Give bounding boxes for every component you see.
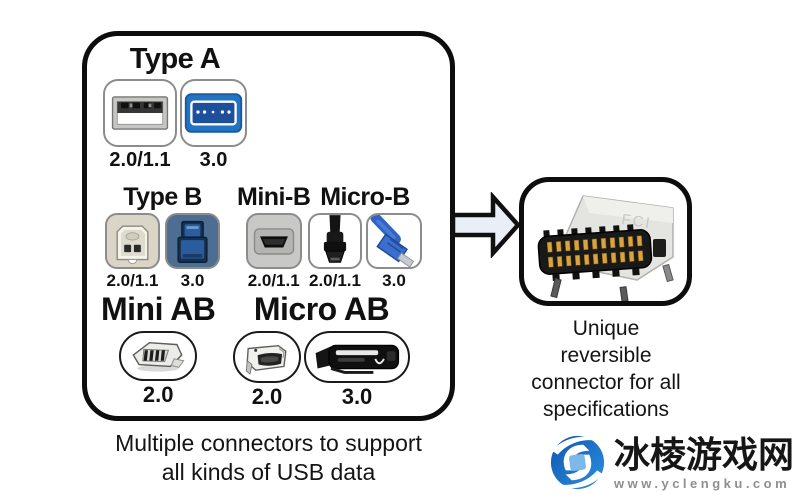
group-heading-mini-b: Mini-B [237, 183, 311, 211]
usb-c-box: FCI [519, 177, 692, 306]
connector-cell: 3.0 [180, 79, 247, 170]
right-caption-line-1: Unique [572, 317, 640, 340]
group-heading-type-a: Type A [129, 43, 221, 75]
group-type-a: Type A 2.0/1.1 [103, 43, 247, 170]
version-label: 3.0 [382, 271, 406, 290]
connector-cell: 2.0/1.1 [105, 213, 160, 289]
version-label: 2.0/1.1 [247, 271, 300, 290]
group-mini-ab: Mini AB 2.0 [101, 291, 216, 407]
group-heading-mini-ab: Mini AB [101, 291, 216, 327]
site-logo-icon [550, 435, 605, 490]
right-caption-line-4: specifications [542, 398, 670, 421]
version-label: 2.0 [142, 381, 174, 407]
version-label: 2.0 [251, 383, 283, 409]
right-caption-line-3: connector for all [531, 371, 681, 394]
mini-b-icon [253, 228, 294, 255]
right-arrow-icon [450, 191, 522, 259]
watermark-site-url: www.yclengku.com [614, 475, 791, 491]
version-label: 3.0 [180, 271, 205, 290]
left-caption-line-1: Multiple connectors to support [115, 430, 422, 456]
group-micro-b: Micro-B 2.0/1.1 [308, 184, 422, 289]
group-heading-micro-ab: Micro AB [253, 291, 390, 327]
version-label: 3.0 [199, 149, 228, 172]
connector-cell: 2.0 [119, 330, 198, 407]
usb-a-2-icon [111, 96, 169, 131]
right-arrow [450, 191, 522, 259]
usb-a-3-icon [184, 93, 243, 134]
micro-b-2-icon [323, 215, 347, 263]
left-caption-line-2: all kinds of USB data [161, 459, 376, 485]
usb-b-3-icon [177, 220, 208, 264]
micro-ab-2-icon [245, 344, 287, 375]
group-mini-b: Mini-B 2.0/1.1 [237, 183, 311, 290]
watermark: 冰棱游戏网 www.yclengku.com [546, 431, 794, 494]
group-type-b: Type B 2.0/1.1 [105, 184, 220, 289]
connector-cell: 3.0 [165, 213, 220, 289]
usb-c-icon: FCI [537, 194, 674, 301]
right-caption: Unique reversible connector for all spec… [512, 315, 700, 423]
connector-family-box: Type A 2.0/1.1 [82, 31, 455, 421]
version-label: 2.0/1.1 [106, 271, 159, 290]
connector-cell: 2.0/1.1 [245, 213, 302, 290]
right-caption-line-2: reversible [560, 344, 652, 367]
micro-b-3-icon [370, 215, 415, 267]
connector-cell: 2.0 [233, 330, 301, 409]
connector-cell: 2.0/1.1 [308, 213, 362, 289]
connector-cell: 3.0 [366, 213, 422, 289]
micro-ab-3-icon [315, 344, 400, 374]
mini-ab-icon [132, 341, 185, 372]
watermark-site-name: 冰棱游戏网 [614, 433, 795, 475]
usb-b-2-icon [116, 225, 149, 265]
group-heading-micro-b: Micro-B [320, 183, 410, 211]
group-micro-ab: Micro AB 2.0 [233, 292, 410, 408]
version-label: 3.0 [341, 383, 373, 409]
connector-cell: 3.0 [304, 330, 410, 409]
version-label: 2.0/1.1 [309, 271, 361, 290]
connector-cell: 2.0/1.1 [103, 79, 177, 170]
left-caption: Multiple connectors to support all kinds… [82, 429, 455, 487]
group-heading-type-b: Type B [123, 183, 202, 211]
version-label: 2.0/1.1 [109, 149, 171, 172]
